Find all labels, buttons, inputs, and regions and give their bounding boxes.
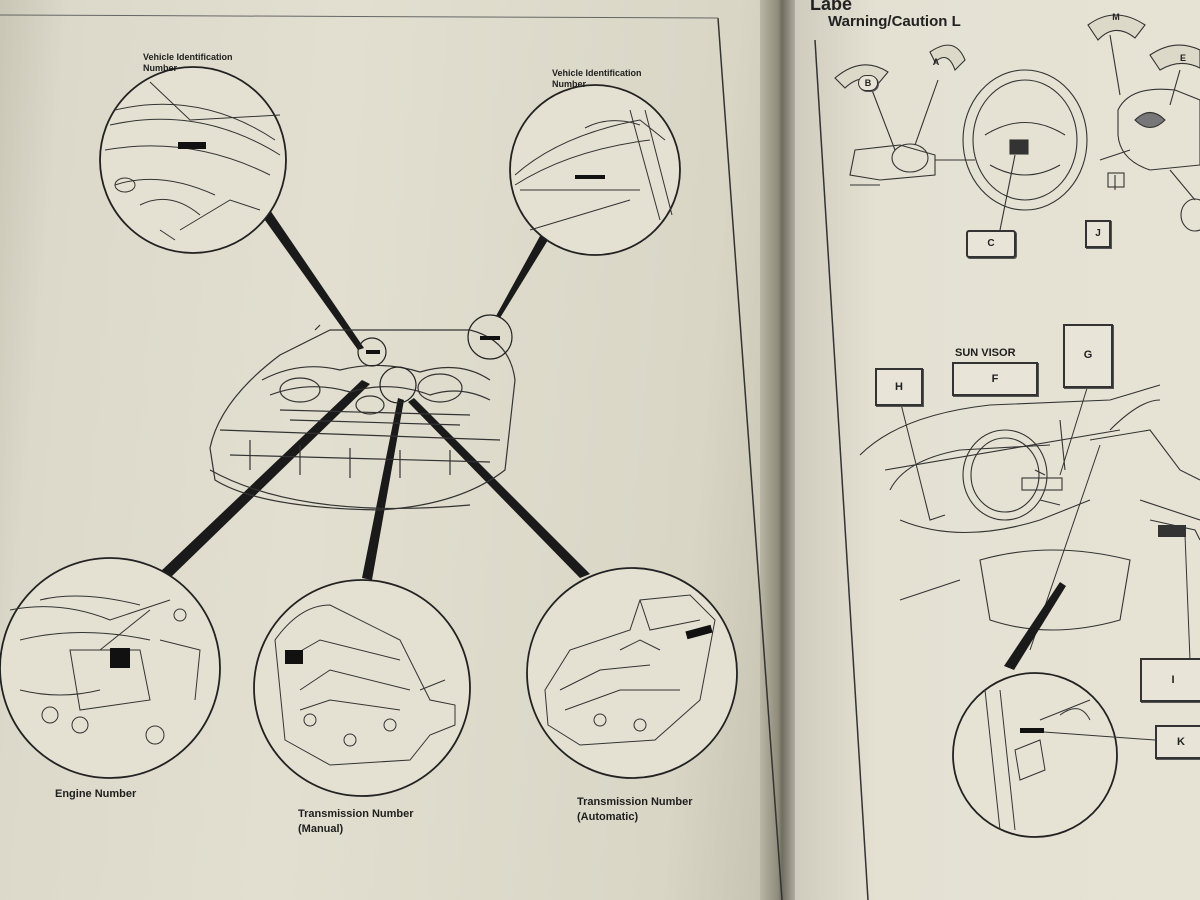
sun-visor-label: SUN VISOR bbox=[955, 347, 1016, 359]
airbag-module-drawing bbox=[1099, 34, 1200, 232]
callout-vin-windshield: Vehicle Identification Number bbox=[143, 52, 233, 73]
callout-trans-manual-line1: Transmission Number bbox=[298, 808, 414, 820]
tag-f: F bbox=[952, 362, 1038, 396]
leader-i bbox=[1184, 534, 1191, 661]
label-e-tag-shape bbox=[1149, 44, 1200, 71]
callout-engine-number: Engine Number bbox=[55, 788, 137, 800]
detail-k-drawing bbox=[984, 689, 1091, 831]
detail-k-circle bbox=[952, 672, 1118, 838]
vin-marker-circle bbox=[357, 337, 387, 367]
tag-m: M bbox=[1112, 12, 1120, 22]
interior-drawing bbox=[859, 384, 1200, 631]
tag-g: G bbox=[1063, 324, 1113, 388]
right-page-border bbox=[814, 39, 869, 900]
callout-trans-auto-line2: (Automatic) bbox=[577, 811, 639, 823]
detail-engine bbox=[0, 557, 221, 779]
right-page-heading: Labe bbox=[810, 0, 853, 14]
tag-i: I bbox=[1140, 658, 1200, 702]
tag-c: C bbox=[966, 230, 1016, 258]
label-k-mark bbox=[1020, 728, 1044, 733]
tag-h: H bbox=[875, 368, 923, 406]
leader-h bbox=[899, 399, 926, 501]
leader-trans-manual bbox=[362, 398, 404, 580]
detail-vin-dash bbox=[509, 84, 681, 256]
label-i-mark bbox=[1158, 525, 1186, 537]
leader-trans-auto bbox=[408, 398, 590, 578]
callout-vin-dash: Vehicle Identification Number bbox=[552, 68, 642, 89]
car-front-drawing bbox=[209, 324, 516, 511]
leader-k-wedge bbox=[1004, 582, 1066, 670]
leader-k bbox=[1043, 731, 1156, 741]
leader-vin-dash bbox=[496, 236, 548, 318]
detail-trans-manual bbox=[253, 579, 471, 797]
dash-vin-marker-circle bbox=[467, 314, 513, 360]
vin-plate-mark bbox=[366, 350, 380, 354]
trans-marker-circle bbox=[379, 366, 417, 404]
leader-engine bbox=[160, 380, 370, 578]
leader-g bbox=[1059, 384, 1089, 476]
tag-e: E bbox=[1179, 53, 1186, 63]
right-page-subheading: Warning/Caution L bbox=[828, 13, 961, 30]
label-m-tag-shape bbox=[1087, 14, 1146, 41]
detail-trans-auto bbox=[526, 567, 738, 779]
tag-k: K bbox=[1155, 725, 1200, 759]
top-rule bbox=[0, 14, 719, 19]
tag-j: J bbox=[1085, 220, 1111, 248]
tag-a: A bbox=[932, 57, 940, 67]
steering-column-drawing bbox=[834, 44, 975, 186]
detail-vin-windshield bbox=[99, 66, 287, 254]
book-gutter bbox=[760, 0, 800, 900]
callout-trans-manual-line2: (Manual) bbox=[298, 823, 344, 835]
steering-wheel-drawing bbox=[962, 69, 1088, 231]
leader-vin-windshield bbox=[262, 210, 364, 350]
dash-vin-plate-mark bbox=[480, 336, 500, 340]
page-border bbox=[717, 17, 783, 900]
tag-b: B bbox=[858, 75, 878, 91]
callout-trans-auto-line1: Transmission Number bbox=[577, 796, 693, 808]
